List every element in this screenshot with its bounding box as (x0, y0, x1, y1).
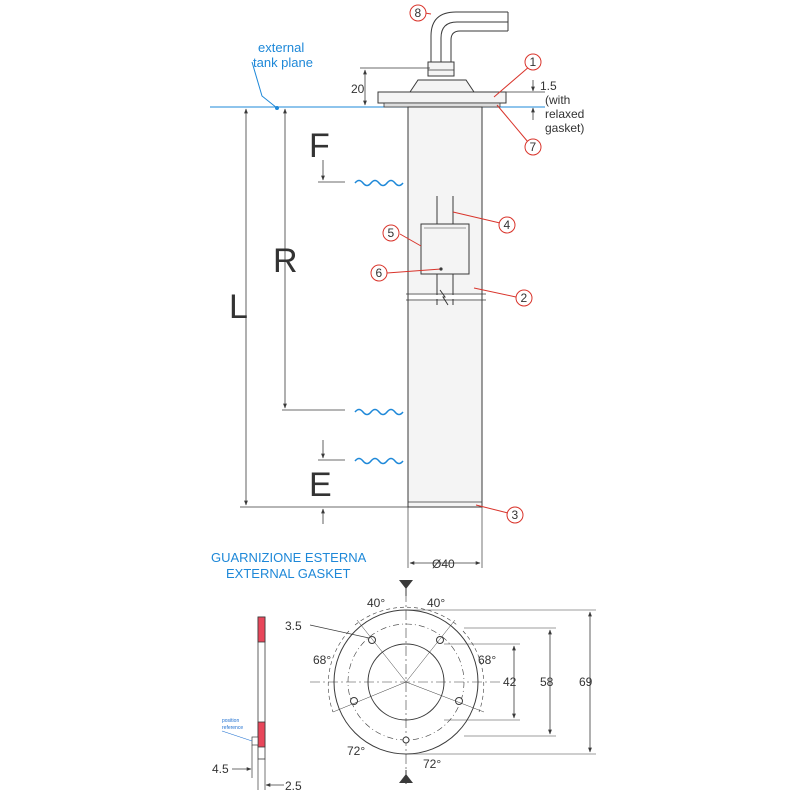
relaxed-note-3: gasket) (545, 121, 584, 135)
svg-text:3: 3 (512, 508, 519, 522)
angle-ray (332, 681, 407, 713)
gasket-title-en: EXTERNAL GASKET (226, 566, 351, 581)
bolt-hole (402, 736, 410, 744)
svg-text:1: 1 (530, 55, 537, 69)
cable (440, 21, 508, 62)
cable-gland (427, 61, 455, 77)
dim-3-5-label: 3.5 (285, 619, 302, 633)
dim-3-5-leader (309, 624, 370, 639)
tank-plane-dot (275, 106, 279, 110)
angle-top-right: 40° (427, 596, 445, 610)
tank-plane-label-2: tank plane (253, 55, 313, 70)
bolt-hole (436, 636, 444, 644)
dim-1-5-label: 1.5 (540, 79, 557, 93)
float (420, 223, 470, 275)
callout-1: 1 (493, 53, 542, 98)
letter-F: F (309, 127, 330, 165)
gasket-title-it: GUARNIZIONE ESTERNA (211, 550, 367, 565)
svg-text:2: 2 (521, 291, 528, 305)
dim-20-label: 20 (351, 82, 365, 96)
callout-6: 6 (370, 264, 443, 282)
callout-5: 5 (382, 224, 422, 247)
flange-boss (409, 79, 475, 93)
svg-text:5: 5 (388, 226, 395, 240)
angle-bottom-left: 72° (347, 744, 365, 758)
letter-L: L (229, 288, 248, 326)
gasket (383, 102, 501, 108)
flange (377, 91, 507, 104)
dim-42-label: 42 (503, 675, 517, 689)
tank-plane-leader (251, 61, 278, 109)
angle-bottom-right: 72° (423, 757, 441, 771)
letter-E: E (309, 466, 332, 504)
relaxed-note-2: relaxed (545, 107, 584, 121)
angle-arc-right (462, 630, 485, 713)
angle-arc-left (327, 630, 350, 713)
callout-3: 3 (475, 504, 524, 524)
svg-text:7: 7 (530, 140, 537, 154)
sensor-tube (407, 106, 483, 508)
position-reference-notch (251, 736, 259, 746)
relaxed-note-1: (with (545, 93, 570, 107)
angle-right: 68° (478, 653, 496, 667)
angle-top-left: 40° (367, 596, 385, 610)
position-reference-label-1: position (222, 718, 239, 724)
position-reference-label-2: reference (222, 725, 243, 731)
callout-8: 8 (409, 4, 432, 22)
cable-inner (450, 30, 508, 62)
angle-ray (405, 681, 485, 713)
svg-text:4: 4 (504, 218, 511, 232)
angle-ray (405, 619, 456, 683)
gasket-section-top (257, 616, 266, 643)
position-reference-leader (221, 730, 253, 742)
gasket-section-bottom (257, 721, 266, 748)
angle-left: 68° (313, 653, 331, 667)
svg-text:6: 6 (376, 266, 383, 280)
wave-icon (354, 408, 404, 416)
dim-d40-label: Ø40 (432, 557, 455, 571)
svg-text:8: 8 (415, 6, 422, 20)
wave-icon (354, 457, 404, 465)
callout-4: 4 (452, 211, 516, 234)
wave-icon (354, 179, 404, 187)
break-symbol (439, 289, 449, 306)
cable-outer (430, 11, 508, 62)
letter-R: R (273, 242, 298, 280)
callout-2: 2 (473, 287, 533, 307)
bolt-hole (368, 636, 376, 644)
dim-58-label: 58 (540, 675, 554, 689)
dim-2-5-label: 2.5 (285, 779, 302, 793)
dim-69-label: 69 (579, 675, 593, 689)
tank-plane-label-1: external (258, 40, 304, 55)
dim-4-5-label: 4.5 (212, 762, 229, 776)
callout-7: 7 (496, 104, 542, 156)
angle-ray (356, 619, 407, 683)
